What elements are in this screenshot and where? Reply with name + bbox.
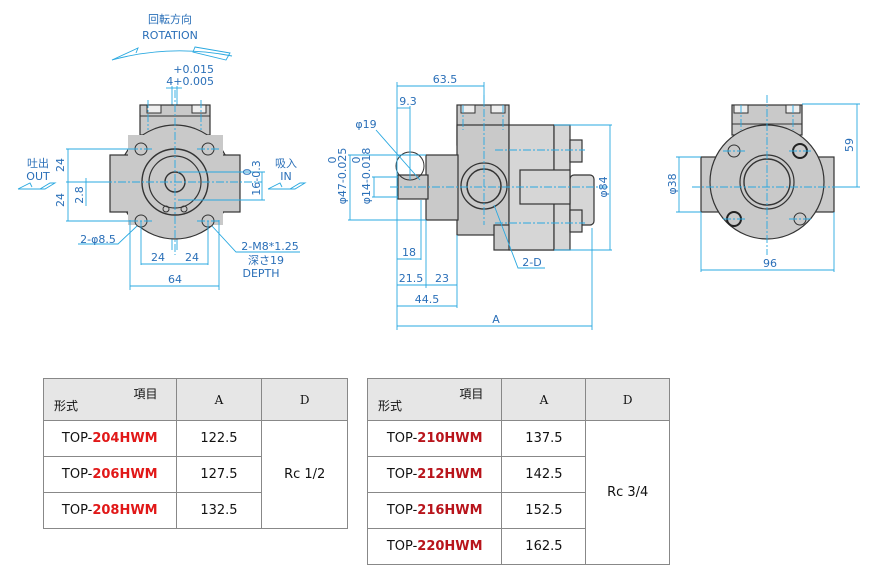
dim-18: 18 — [402, 246, 416, 259]
model-code: 220HWM — [417, 539, 483, 554]
depth-label-jp: 深さ19 — [248, 254, 284, 267]
technical-drawing: 回転方向 ROTATION +0.015 4+0.005 — [17, 12, 860, 330]
a-value: 142.5 — [501, 456, 587, 493]
table-row: TOP-210HWM 137.5 Rc 3/4 — [366, 420, 670, 565]
table-row: TOP-220HWM 162.5 — [366, 528, 670, 565]
table-header-row: 項目 形式 A D — [43, 378, 348, 421]
out-label-jp: 吐出 — [27, 156, 49, 170]
thread-label: 2-M8*1.25 — [241, 240, 298, 253]
dim-phi47-tol: 0 — [326, 157, 339, 164]
header-model-label: 形式 — [54, 399, 79, 413]
in-arrow-icon — [267, 182, 307, 190]
header-diagonal-cell: 項目 形式 — [43, 378, 177, 421]
rear-view: 59 φ38 96 — [666, 95, 860, 272]
dim-phi84: φ84 — [597, 176, 610, 197]
depth-label-en: DEPTH — [242, 267, 279, 280]
table-row: TOP-208HWM 132.5 — [43, 492, 348, 529]
a-value: 132.5 — [175, 492, 263, 529]
header-col-d: D — [585, 378, 670, 421]
table-row: TOP-216HWM 152.5 — [366, 492, 670, 529]
model-cell: TOP-216HWM — [366, 492, 503, 529]
model-code: 212HWM — [417, 467, 483, 482]
hole-label: 2-φ8.5 — [80, 233, 116, 246]
model-cell: TOP-212HWM — [366, 456, 503, 493]
rotation-arrow-icon — [111, 46, 233, 61]
dim-63-5: 63.5 — [433, 73, 458, 86]
header-diagonal-cell: 項目 形式 — [366, 378, 503, 421]
a-value: 162.5 — [501, 528, 587, 565]
dim-phi38: φ38 — [666, 173, 679, 194]
header-col-a: A — [175, 378, 263, 421]
port-label: 2-D — [522, 256, 541, 269]
model-code: 216HWM — [417, 503, 483, 518]
d-value: Rc 3/4 — [585, 420, 670, 565]
dim-phi14: φ14-0.018 — [360, 148, 373, 205]
model-code: 206HWM — [92, 467, 158, 482]
dim-phi47: φ47-0.025 — [336, 148, 349, 205]
dim-21-5: 21.5 — [399, 272, 424, 285]
in-label-en: IN — [280, 170, 291, 183]
dim-24-upper: 24 — [54, 158, 67, 172]
dim-9-3: 9.3 — [399, 95, 417, 108]
d-value: Rc 1/2 — [261, 420, 348, 529]
model-cell: TOP-208HWM — [43, 492, 177, 529]
header-item-label: 項目 — [459, 387, 484, 401]
key-tolerance-upper: +0.015 — [173, 63, 214, 76]
table-header-row: 項目 形式 A D — [366, 378, 670, 421]
dim-64: 64 — [168, 273, 182, 286]
key-tolerance-lower: 4+0.005 — [166, 75, 214, 88]
a-value: 127.5 — [175, 456, 263, 493]
a-value: 152.5 — [501, 492, 587, 529]
dim-16: 16-0.3 — [250, 160, 263, 195]
table-row: TOP-212HWM 142.5 — [366, 456, 670, 493]
model-cell: TOP-206HWM — [43, 456, 177, 493]
dim-16-tol: 0 — [241, 169, 254, 176]
dim-23: 23 — [435, 272, 449, 285]
header-col-a: A — [501, 378, 587, 421]
model-cell: TOP-204HWM — [43, 420, 177, 457]
out-arrow-icon — [17, 182, 57, 190]
table-row: TOP-206HWM 127.5 — [43, 456, 348, 493]
front-view: 回転方向 ROTATION +0.015 4+0.005 — [17, 12, 307, 290]
out-label-en: OUT — [26, 170, 50, 183]
dim-96: 96 — [763, 257, 777, 270]
in-label-jp: 吸入 — [275, 157, 297, 170]
a-value: 137.5 — [501, 420, 587, 457]
dim-44-5: 44.5 — [415, 293, 440, 306]
rotation-label-en: ROTATION — [142, 29, 198, 42]
model-code: 210HWM — [417, 431, 483, 446]
dim-phi14-tol: 0 — [350, 157, 363, 164]
dim-phi19: φ19 — [355, 118, 376, 131]
dim-59: 59 — [843, 138, 856, 152]
spec-table-rc12: 項目 形式 A D TOP-204HWM 122.5 Rc 1/2 TOP-20… — [43, 378, 348, 529]
rotation-label-jp: 回転方向 — [148, 12, 192, 26]
dim-A: A — [492, 313, 500, 326]
header-col-d: D — [261, 378, 348, 421]
model-code: 208HWM — [92, 503, 158, 518]
model-code: 204HWM — [92, 431, 158, 446]
model-cell: TOP-220HWM — [366, 528, 503, 565]
dim-24-left: 24 — [151, 251, 165, 264]
header-item-label: 項目 — [133, 387, 158, 401]
dim-24-right: 24 — [185, 251, 199, 264]
side-view: 63.5 9.3 φ19 0 φ47-0.025 0 φ14-0.018 φ84… — [326, 73, 612, 330]
dim-24-lower: 24 — [54, 193, 67, 207]
header-model-label: 形式 — [378, 399, 403, 413]
dim-2-8: 2.8 — [73, 186, 86, 204]
a-value: 122.5 — [175, 420, 263, 457]
spec-table-rc34: 項目 形式 A D TOP-210HWM 137.5 Rc 3/4 TOP-21… — [366, 378, 670, 565]
table-row: TOP-204HWM 122.5 Rc 1/2 — [43, 420, 348, 529]
model-cell: TOP-210HWM — [366, 420, 503, 457]
